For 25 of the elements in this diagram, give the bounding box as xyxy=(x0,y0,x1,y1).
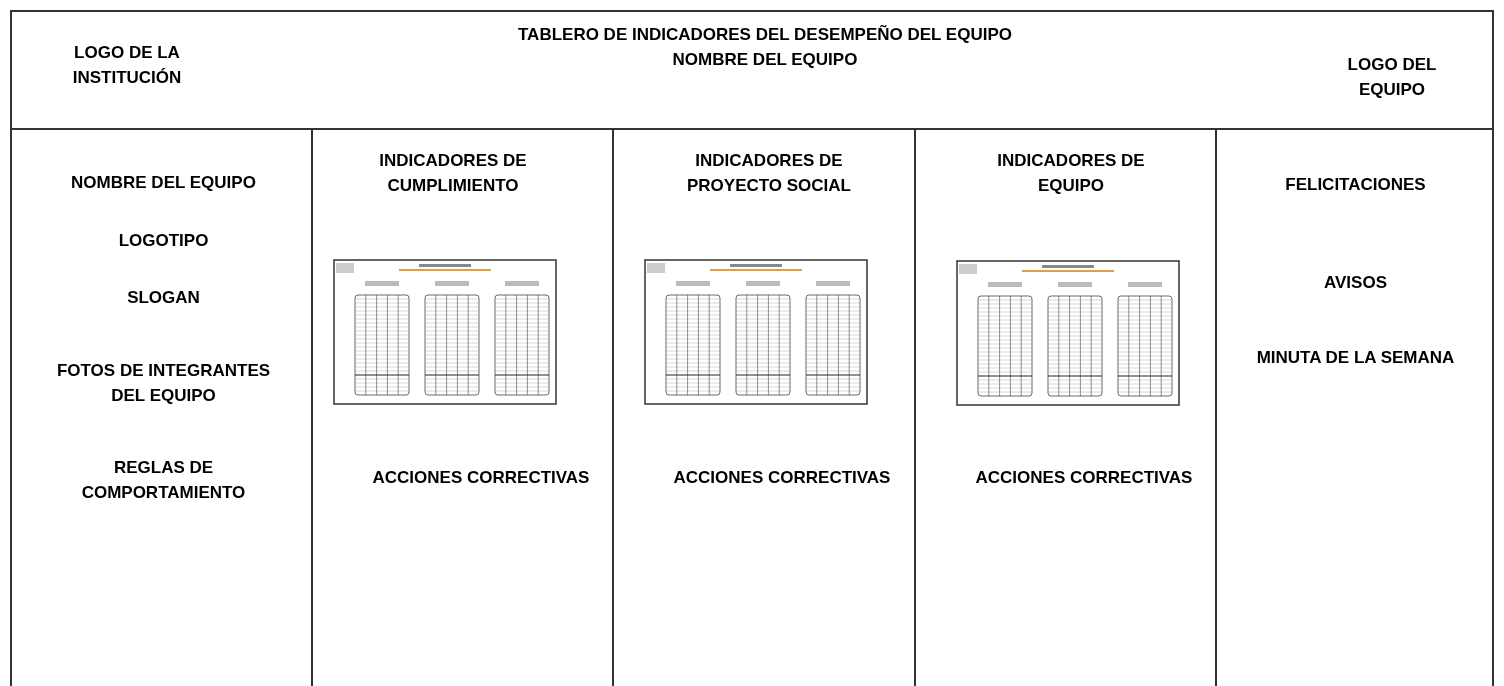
chart-sheet-drawing xyxy=(644,259,868,405)
cell-text: LOGO DE LA INSTITUCIÓN xyxy=(71,42,183,89)
cell-text: SLOGAN xyxy=(126,287,201,309)
column-panel xyxy=(10,130,313,686)
cell-text: NOMBRE DEL EQUIPO xyxy=(70,172,257,194)
cell-text: ACCIONES CORRECTIVAS xyxy=(672,467,892,489)
cell-text: INDICADORES DE CUMPLIMIENTO xyxy=(378,150,528,197)
cell-text: FELICITACIONES xyxy=(1284,174,1427,196)
cell-text: INDICADORES DE PROYECTO SOCIAL xyxy=(685,150,852,197)
cell-text: REGLAS DE COMPORTAMIENTO xyxy=(80,457,247,504)
chart-sheet-drawing xyxy=(333,259,557,405)
cell-text: MINUTA DE LA SEMANA xyxy=(1255,347,1456,369)
cell-text: LOGOTIPO xyxy=(117,230,210,252)
cell-text: ACCIONES CORRECTIVAS xyxy=(974,467,1194,489)
cell-text: TABLERO DE INDICADORES DEL DESEMPEÑO DEL EQUIPO xyxy=(517,24,1013,46)
cell-text: INDICADORES DE EQUIPO xyxy=(996,150,1146,197)
cell-text: LOGO DEL EQUIPO xyxy=(1346,54,1438,101)
chart-sheet-drawing xyxy=(956,260,1180,406)
header-cell xyxy=(10,10,240,130)
header-cell xyxy=(240,10,1290,130)
cell-text: NOMBRE DEL EQUIPO xyxy=(671,49,859,71)
cell-text: FOTOS DE INTEGRANTES DEL EQUIPO xyxy=(55,360,272,407)
header-cell xyxy=(1290,10,1494,130)
cell-text: AVISOS xyxy=(1323,272,1388,294)
cell-text: ACCIONES CORRECTIVAS xyxy=(371,467,591,489)
